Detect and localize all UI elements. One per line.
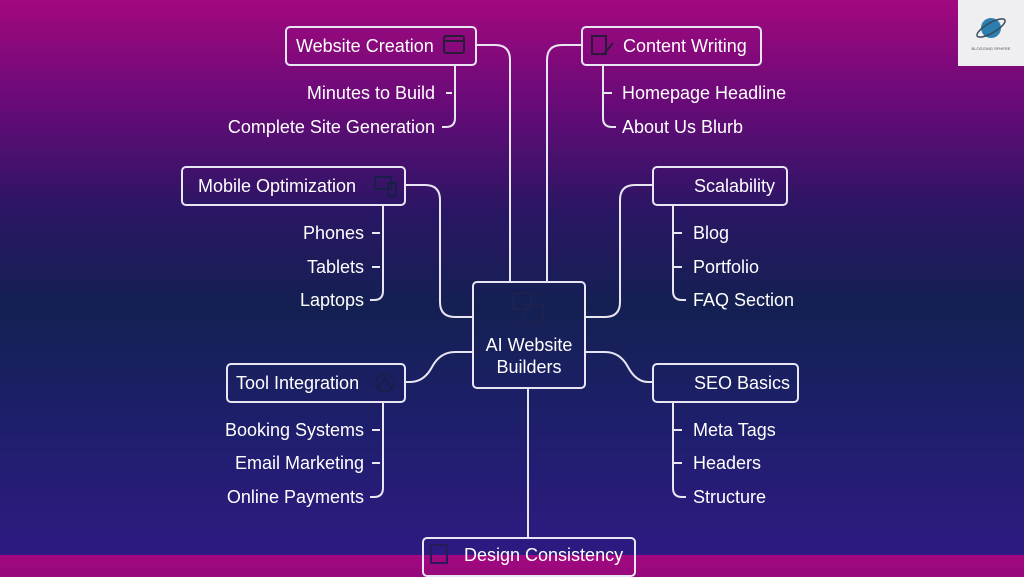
leaf-email-marketing: Email Marketing bbox=[234, 453, 364, 473]
node-tool-integration[interactable]: Tool Integration bbox=[226, 363, 406, 403]
central-node-label-line1: AI Website bbox=[485, 335, 573, 355]
node-seo-basics[interactable]: SEO Basics bbox=[652, 363, 799, 403]
integration-icon bbox=[375, 373, 395, 393]
devices-icon bbox=[374, 176, 397, 197]
browser-window-icon bbox=[443, 35, 465, 54]
leaf-minutes-to-build: Minutes to Build bbox=[306, 83, 435, 103]
website-builder-icon bbox=[512, 292, 544, 324]
node-website-creation[interactable]: Website Creation bbox=[285, 26, 477, 66]
node-content-writing[interactable]: Content Writing bbox=[581, 26, 762, 66]
leaf-blog: Blog bbox=[693, 223, 730, 243]
central-node[interactable]: AI Website Builders bbox=[472, 281, 586, 389]
leaf-meta-tags: Meta Tags bbox=[693, 420, 776, 440]
leaf-structure: Structure bbox=[693, 487, 767, 507]
node-label: Content Writing bbox=[623, 35, 747, 56]
node-label: Website Creation bbox=[296, 35, 434, 56]
globe-logo-icon: BLOGGING SPHERE bbox=[972, 18, 1011, 51]
leaf-booking-systems: Booking Systems bbox=[224, 420, 364, 440]
leaf-headers: Headers bbox=[693, 453, 762, 473]
leaf-homepage-headline: Homepage Headline bbox=[622, 83, 787, 103]
node-label: Scalability bbox=[694, 175, 776, 196]
central-node-label-line2: Builders bbox=[496, 357, 562, 377]
node-label: SEO Basics bbox=[694, 372, 791, 393]
leaf-tablets: Tablets bbox=[306, 257, 364, 277]
leaf-complete-site-generation: Complete Site Generation bbox=[227, 117, 435, 137]
node-mobile-optimization[interactable]: Mobile Optimization bbox=[181, 166, 406, 206]
node-label: Tool Integration bbox=[236, 372, 360, 393]
node-label: Design Consistency bbox=[464, 545, 624, 565]
leaf-about-us-blurb: About Us Blurb bbox=[622, 117, 744, 137]
node-label: Mobile Optimization bbox=[198, 175, 357, 196]
node-design-consistency[interactable]: Design Consistency bbox=[422, 537, 636, 577]
blogging-sphere-logo: BLOGGING SPHERE bbox=[958, 0, 1024, 66]
document-pen-icon bbox=[591, 35, 614, 56]
node-scalability[interactable]: Scalability bbox=[652, 166, 788, 206]
leaf-laptops: Laptops bbox=[299, 290, 364, 310]
connector-lines bbox=[370, 44, 686, 537]
leaf-phones: Phones bbox=[302, 223, 364, 243]
leaf-faq-section: FAQ Section bbox=[693, 290, 795, 310]
layout-icon bbox=[430, 544, 448, 564]
svg-text:BLOGGING SPHERE: BLOGGING SPHERE bbox=[972, 46, 1011, 51]
leaf-online-payments: Online Payments bbox=[226, 487, 364, 507]
leaf-portfolio: Portfolio bbox=[693, 257, 760, 277]
